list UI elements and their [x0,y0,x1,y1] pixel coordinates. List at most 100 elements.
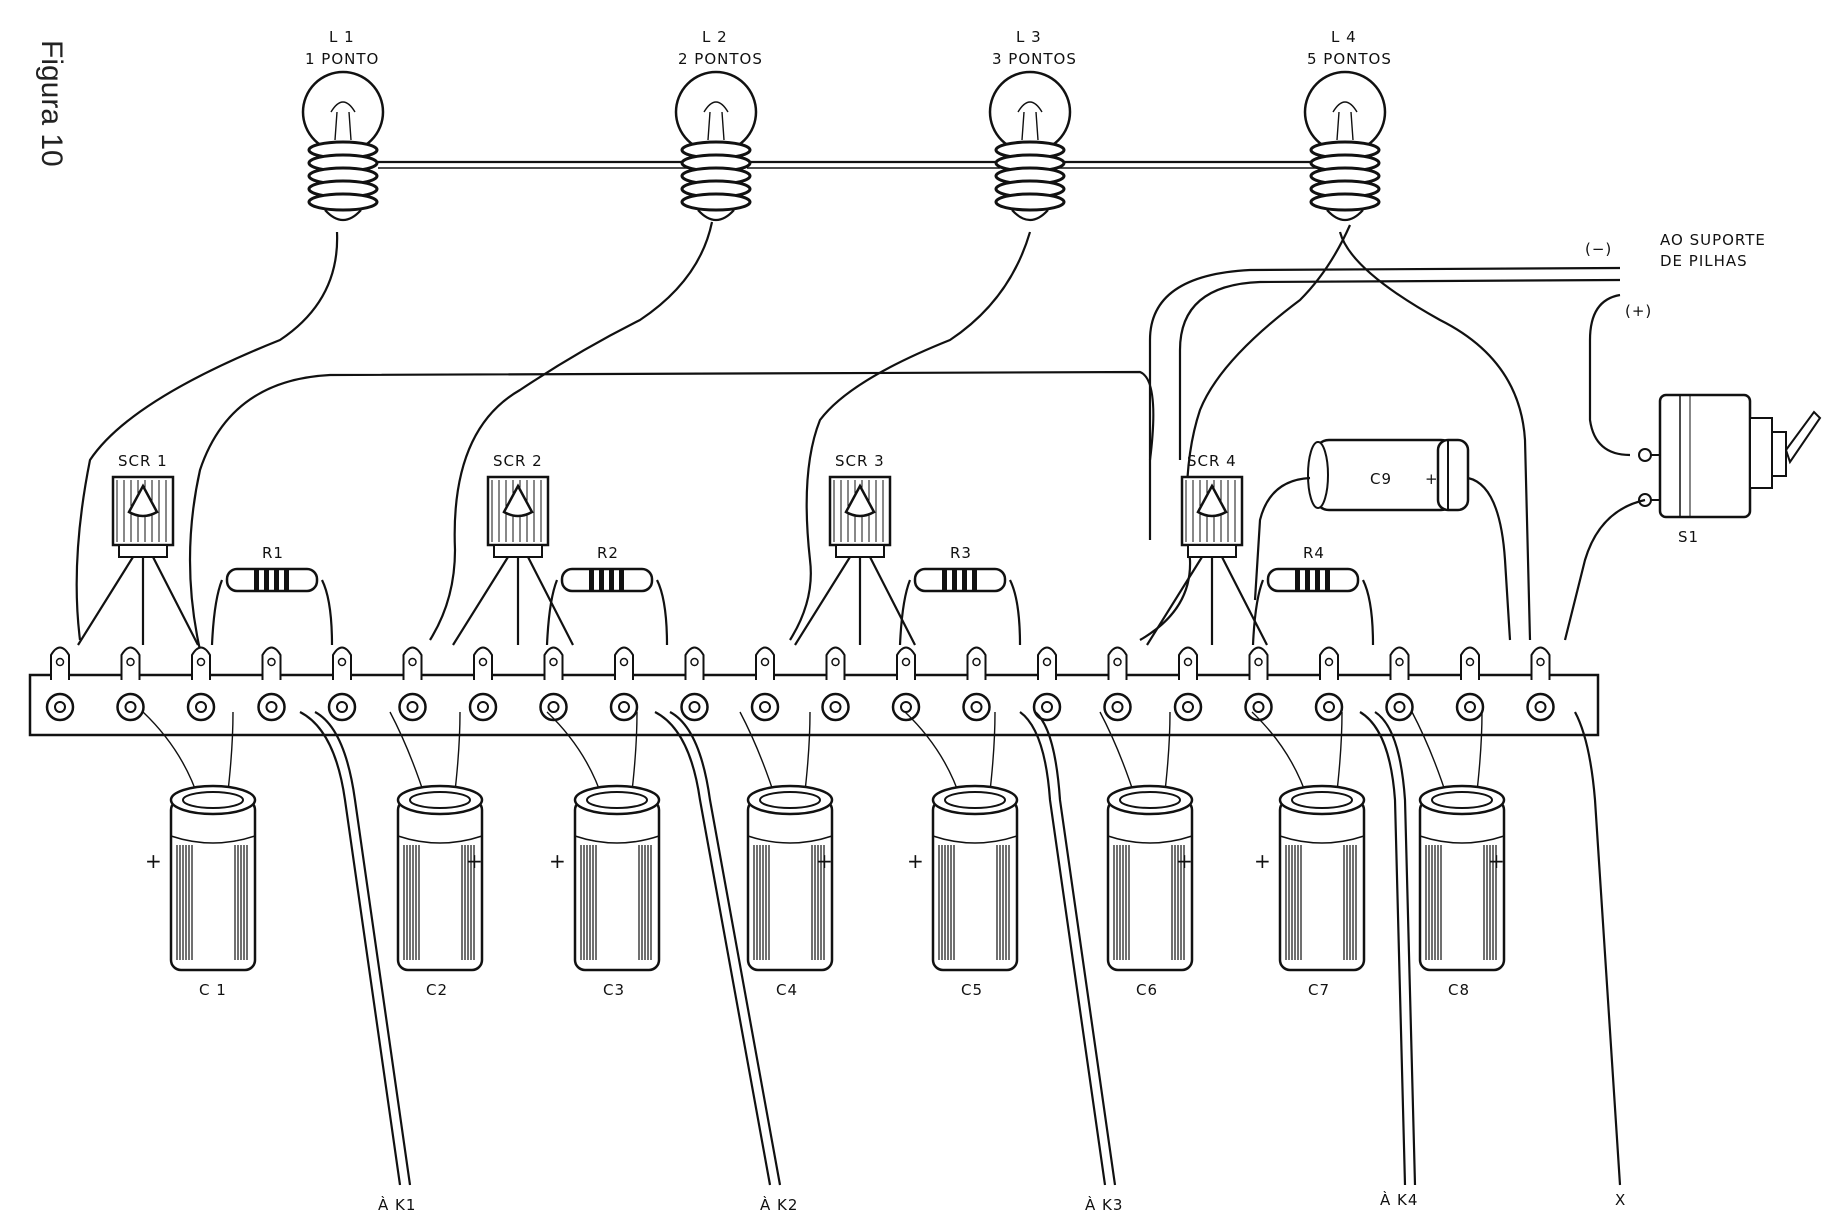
lamp-label: 2 PONTOS [678,50,763,68]
capacitor-label: C6 [1136,981,1158,999]
terminal [257,646,286,722]
terminal [1103,646,1132,722]
lamp-id: L 3 [1016,28,1042,46]
scr-label: SCR 2 [493,452,543,470]
capacitor-4 [739,711,834,972]
capacitor-5 [904,711,1019,972]
output-k2: À K2 [760,1195,798,1214]
capacitor-label: C5 [961,981,983,999]
capacitor-group: + C 1 + C2 + C3 + C4 + C5 + C6 + C7 + C8 [142,711,1506,999]
output-x: X [1615,1191,1626,1209]
battery-positive-label: (+) [1625,302,1652,320]
terminal [821,646,850,722]
terminal [398,646,427,722]
output-k3: À K3 [1085,1195,1123,1214]
capacitor-plus: + [1176,849,1193,873]
terminals [45,646,1555,722]
output-k1: À K1 [378,1195,416,1214]
capacitor-label: C 1 [199,981,227,999]
lamp-label: 5 PONTOS [1307,50,1392,68]
capacitor-6 [1099,711,1194,972]
capacitor-3 [546,711,661,972]
terminal [680,646,709,722]
resistor-group: R1 R2 R3 R4 [210,544,1375,646]
capacitor-2 [389,711,484,972]
lamp-id: L 2 [702,28,728,46]
scr-2 [452,475,574,646]
scr-label: SCR 3 [835,452,885,470]
capacitor-label: C3 [603,981,625,999]
capacitor-plus: + [549,849,566,873]
resistor-label: R4 [1303,544,1325,562]
resistor-label: R2 [597,544,619,562]
lamp-id: L 1 [329,28,355,46]
lamp-4 [1303,70,1387,222]
output-wires [299,711,1622,1186]
switch-wire [1563,498,1646,641]
capacitor-1 [142,711,257,972]
lamps [378,160,1345,169]
capacitor-plus: + [145,849,162,873]
scr-4 [1146,475,1268,646]
lamp-label: 1 PONTO [305,50,379,68]
capacitor-plus: + [907,849,924,873]
battery-label-line2: DE PILHAS [1660,252,1748,270]
capacitor-label: C4 [776,981,798,999]
terminal [891,646,921,722]
c9-plus: + [1425,470,1439,488]
terminal [609,646,639,722]
figure-title: Figura 10 [35,40,68,167]
resistor-4 [1251,567,1375,646]
resistor-label: R1 [262,544,284,562]
capacitor-plus: + [1254,849,1271,873]
terminal [468,646,498,722]
capacitor-label: C7 [1308,981,1330,999]
capacitor-c9 [1253,438,1512,641]
terminal [1244,646,1273,722]
switch-label: S1 [1678,528,1699,546]
resistor-3 [898,567,1022,646]
capacitor-label: C2 [426,981,448,999]
terminal [1032,646,1062,722]
terminal [962,646,991,722]
lamp-label: 3 PONTOS [992,50,1077,68]
capacitor-label: C8 [1448,981,1470,999]
lamp-id: L 4 [1331,28,1357,46]
terminal [1173,646,1203,722]
terminal [186,646,216,722]
terminal [45,646,75,722]
capacitor-plus: + [466,849,483,873]
lamp-1 [301,70,385,222]
terminal [327,646,357,722]
switch-s1 [1638,393,1822,519]
capacitor-plus: + [816,849,833,873]
scr-group: SCR 1 SCR 2 SCR 3 SCR 4 [77,452,1268,646]
lamp-3 [988,70,1072,222]
terminal [539,646,568,722]
battery-leads [1148,266,1631,540]
battery-label-line1: AO SUPORTE [1660,231,1766,249]
scr-3 [794,475,916,646]
c9-label: C9 [1370,470,1392,488]
terminal [750,646,780,722]
terminal [1385,646,1414,722]
lamp-wires [75,221,1532,651]
terminal [1314,646,1344,722]
lamp-2 [674,70,758,222]
scr-1 [77,475,199,646]
battery-negative-label: (−) [1585,240,1612,258]
terminal [116,646,145,722]
terminal [1526,646,1555,722]
capacitor-7 [1251,711,1366,972]
terminal [1455,646,1485,722]
scr-label: SCR 1 [118,452,168,470]
lamp-group: L 1 1 PONTO L 2 2 PONTOS L 3 3 PONTOS L 4 5 PON… [301,28,1392,222]
capacitor-8 [1411,711,1506,972]
resistor-1 [210,567,334,646]
capacitor-plus: + [1488,849,1505,873]
resistor-2 [545,567,669,646]
output-k4: À K4 [1380,1190,1418,1209]
scr-label: SCR 4 [1187,452,1237,470]
resistor-label: R3 [950,544,972,562]
